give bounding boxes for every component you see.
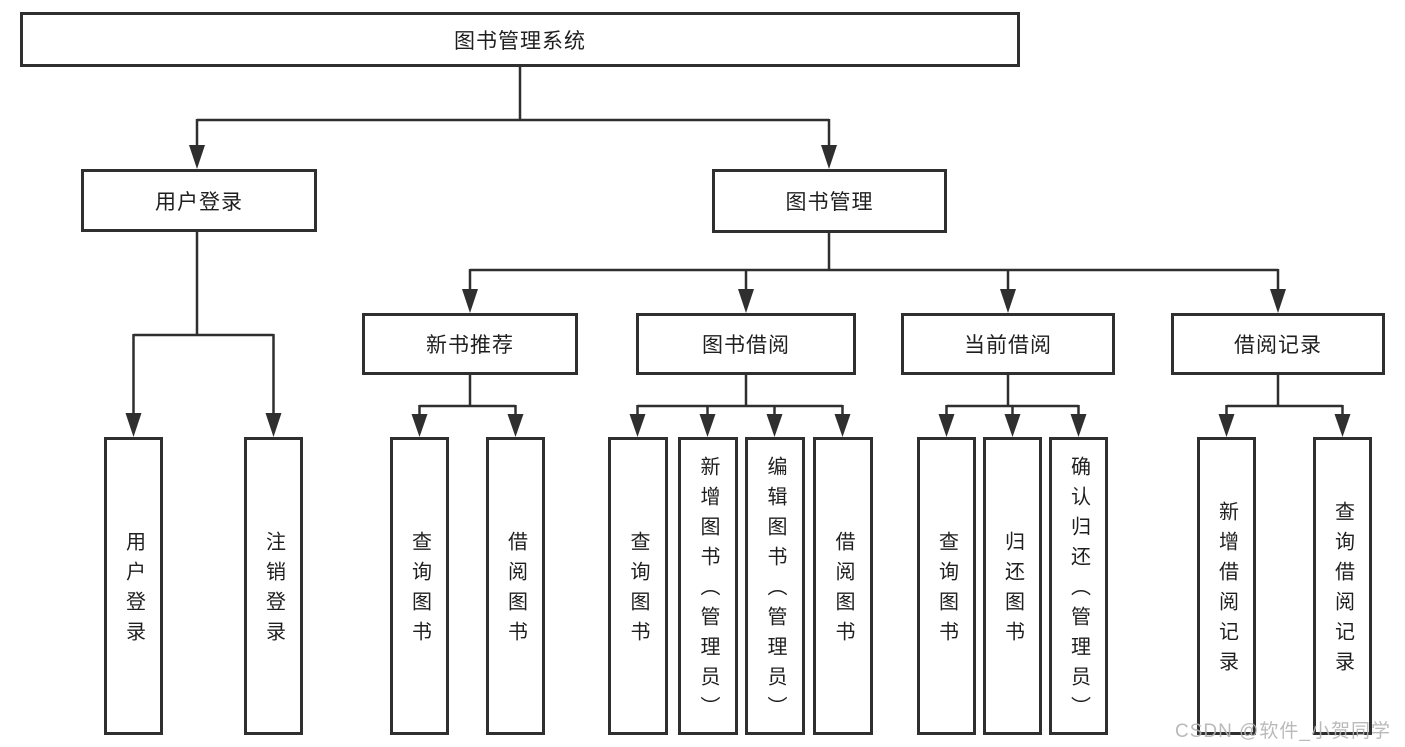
node-root-system: 图书管理系统: [20, 12, 1020, 67]
leaf-return-book: 归还图书: [983, 437, 1042, 735]
node-new-book-recommend: 新书推荐: [362, 313, 578, 375]
node-label: 新增借阅记录: [1215, 501, 1238, 681]
node-label: 借阅图书: [832, 531, 854, 651]
node-label: 查询借阅记录: [1331, 501, 1354, 681]
node-label: 编辑图书（管理员）: [764, 456, 786, 726]
node-label: 注销登录: [262, 531, 285, 651]
node-label: 图书管理: [785, 191, 874, 214]
node-label: 查询图书: [935, 531, 958, 651]
node-label: 查询图书: [627, 531, 649, 651]
leaf-user-login: 用户登录: [104, 437, 163, 735]
leaf-add-borrow-record: 新增借阅记录: [1197, 437, 1256, 735]
leaf-add-book-admin: 新增图书（管理员）: [678, 437, 738, 735]
leaf-query-books-recommend: 查询图书: [390, 437, 449, 735]
leaf-logout: 注销登录: [244, 437, 303, 735]
node-label: 确认归还（管理员）: [1067, 456, 1090, 726]
node-label: 新增图书（管理员）: [697, 456, 719, 726]
node-label: 图书借阅: [702, 334, 790, 357]
leaf-borrow-books: 借阅图书: [813, 437, 873, 735]
node-label: 归还图书: [1001, 531, 1024, 651]
node-user-login-branch: 用户登录: [81, 169, 317, 232]
leaf-edit-book-admin: 编辑图书（管理员）: [745, 437, 805, 735]
node-book-management: 图书管理: [712, 169, 947, 233]
node-book-borrow: 图书借阅: [636, 313, 856, 375]
node-label: 当前借阅: [964, 334, 1052, 357]
node-label: 用户登录: [155, 190, 243, 214]
node-label: 用户登录: [122, 531, 145, 651]
node-label: 借阅记录: [1234, 334, 1322, 357]
node-label: 查询图书: [408, 531, 431, 651]
leaf-query-borrow-record: 查询借阅记录: [1313, 437, 1372, 735]
node-borrow-records: 借阅记录: [1171, 313, 1385, 375]
node-label: 新书推荐: [426, 334, 514, 357]
csdn-watermark: CSDN @软件_小贺同学: [1175, 721, 1391, 742]
leaf-confirm-return-admin: 确认归还（管理员）: [1049, 437, 1108, 735]
leaf-borrow-books-recommend: 借阅图书: [486, 437, 545, 735]
leaf-query-books-current: 查询图书: [917, 437, 976, 735]
leaf-query-books-borrow: 查询图书: [608, 437, 668, 735]
node-label: 图书管理系统: [454, 29, 586, 53]
node-current-borrow: 当前借阅: [901, 313, 1115, 375]
node-label: 借阅图书: [504, 531, 527, 651]
